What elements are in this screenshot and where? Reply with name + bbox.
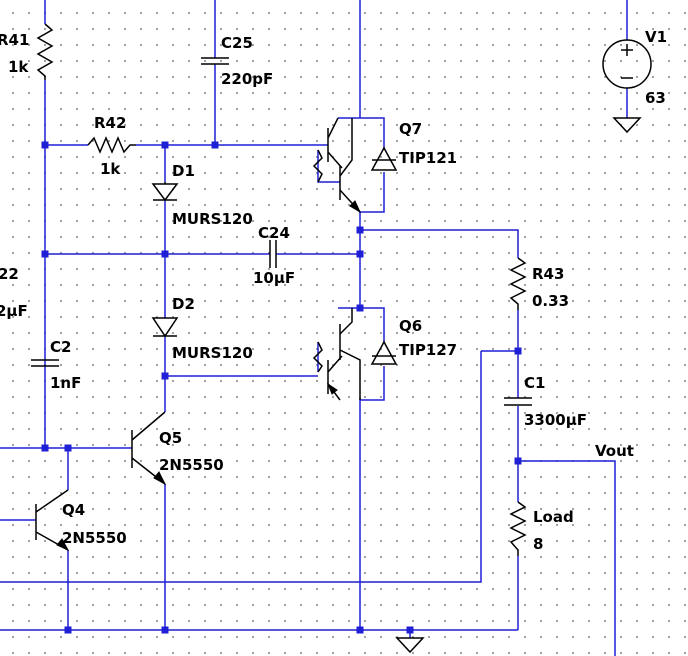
transistor-q6[interactable] [312,308,398,401]
q6-name: Q6 [399,317,422,335]
ground-symbol-v1 [612,117,642,134]
diode-d2[interactable] [151,317,179,338]
resistor-r42[interactable] [87,136,136,154]
d1-name: D1 [172,162,195,180]
q7-name: Q7 [399,120,422,138]
c2-name: C2 [50,338,71,356]
wire-q7-diode-top [338,117,385,148]
d2-name: D2 [172,295,195,313]
transistor-q5[interactable] [131,411,167,486]
labels: R41 1k C25 220pF V1 63 R42 1k Q7 TIP121 … [0,28,667,553]
wire-q7-diode-bottom [360,172,385,213]
wire-vout [518,460,616,656]
q7-part: TIP121 [399,149,457,167]
junction [356,250,364,258]
junction [41,250,49,258]
r43-value: 0.33 [532,292,569,310]
transistor-q7[interactable] [312,117,398,214]
resistor-load[interactable] [509,501,527,556]
c24-value: 10µF [253,269,295,287]
r43-name: R43 [532,265,564,283]
junction [64,444,72,452]
q4-name: Q4 [62,501,85,519]
d1-part: MURS120 [172,210,253,228]
resistor-r41[interactable] [36,23,54,80]
r42-value: 1k [100,160,121,178]
junctions [41,141,522,634]
c25-name: C25 [221,34,253,52]
vout-label: Vout [595,442,634,460]
wires [0,0,628,656]
q6-part: TIP127 [399,341,457,359]
capacitor-c24[interactable] [269,240,277,268]
q5-name: Q5 [159,429,182,447]
wire-q6-diode-bottom [360,366,385,401]
junction [211,141,219,149]
junction [41,444,49,452]
c25-value: 220pF [221,70,273,88]
wire-feedback [0,351,482,583]
junction [514,347,522,355]
c22-value: 2µF [0,302,28,320]
load-name: Load [533,508,574,526]
junction [64,626,72,634]
ground-symbol-rail [395,637,425,654]
c24-name: C24 [258,224,290,242]
junction [356,304,364,312]
capacitor-c25[interactable] [201,57,229,65]
c2-value: 1nF [50,374,81,392]
q4-part: 2N5550 [62,529,127,547]
r41-name: R41 [0,31,29,49]
r42-name: R42 [94,114,126,132]
capacitor-c1[interactable] [504,397,532,406]
resistor-r43[interactable] [509,257,527,310]
capacitor-c2[interactable] [31,359,59,367]
c22-name: 22 [0,265,19,283]
load-value: 8 [533,535,543,553]
v1-value: 63 [645,89,666,107]
wire-q7-internal [317,150,340,183]
c1-value: 3300µF [524,411,587,429]
voltage-source-v1[interactable] [602,39,652,89]
v1-name: V1 [645,28,667,46]
wire-q6-diode-top [338,307,385,342]
junction [161,250,169,258]
wire-r43-top [360,229,519,258]
junction [161,372,169,380]
d2-part: MURS120 [172,344,253,362]
c1-name: C1 [524,374,545,392]
diode-d1[interactable] [151,182,179,202]
q5-part: 2N5550 [159,456,224,474]
transistor-q4[interactable] [35,489,70,552]
r41-value: 1k [8,58,29,76]
junction [356,626,364,634]
junction [161,141,169,149]
junction [514,457,522,465]
junction [406,626,414,634]
junction [161,626,169,634]
junction [41,141,49,149]
junction [356,226,364,234]
